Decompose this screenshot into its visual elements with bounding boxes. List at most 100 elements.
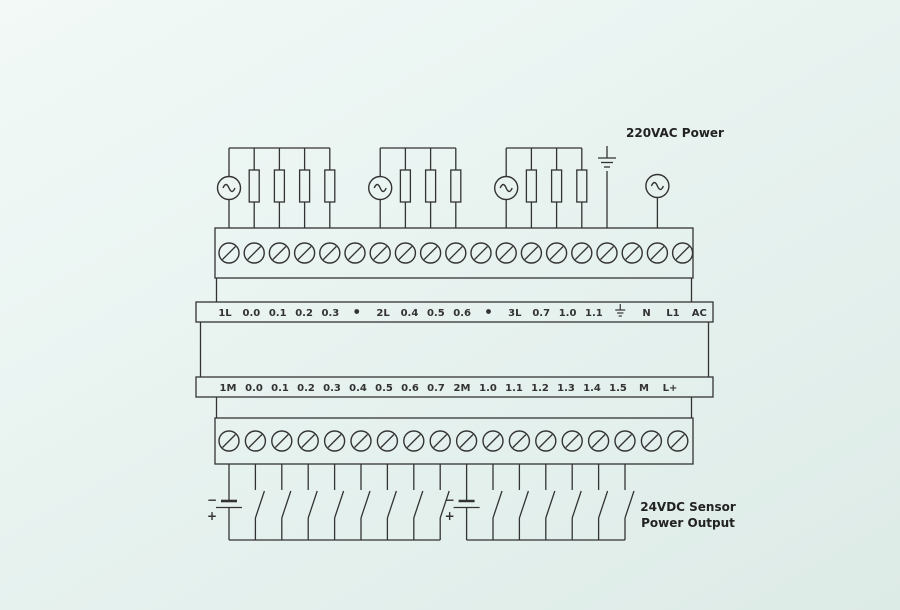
- terminal-label: N: [642, 308, 650, 319]
- screw-terminal: [323, 430, 346, 452]
- screw-slot: [373, 246, 388, 260]
- screw-slot: [486, 434, 500, 448]
- terminal-label: 0.3: [323, 383, 341, 394]
- screw-terminal: [319, 242, 341, 264]
- screw-terminal: [455, 430, 478, 452]
- screw-slot: [248, 434, 263, 448]
- battery-minus-sign: −: [445, 493, 455, 507]
- screw-slot: [670, 434, 685, 448]
- load-symbol: [298, 169, 311, 203]
- load-symbol: [525, 169, 538, 203]
- switch-blade: [413, 490, 424, 519]
- switch-blade: [307, 490, 318, 519]
- screw-slot: [618, 434, 632, 448]
- load-symbol: [399, 169, 412, 203]
- terminal-label: 0.1: [271, 383, 289, 394]
- screw-terminal: [369, 242, 391, 264]
- terminal-label: 1M: [220, 383, 237, 394]
- screw-terminal: [394, 242, 417, 264]
- terminal-label: 0.2: [297, 383, 315, 394]
- screw-terminal: [508, 430, 531, 452]
- bottom-terminal-strip: [214, 417, 694, 465]
- screw-terminal: [614, 430, 636, 452]
- screw-terminal: [571, 242, 593, 264]
- terminal-label: 0.0: [242, 308, 260, 319]
- screw-slot: [297, 246, 312, 260]
- terminal-label: 0.0: [245, 383, 263, 394]
- screw-slot: [625, 246, 640, 260]
- screw-slot: [272, 246, 287, 260]
- screw-terminal: [403, 430, 425, 452]
- screw-slot: [524, 246, 539, 260]
- switch-blade: [360, 490, 371, 519]
- load-symbol: [424, 169, 437, 203]
- terminal-label: 1.0: [479, 383, 497, 394]
- top-label-row: [195, 301, 714, 323]
- screw-slot: [301, 434, 316, 448]
- screw-slot: [423, 246, 438, 260]
- screw-terminal: [244, 430, 267, 452]
- terminal-label: 0.7: [427, 383, 445, 394]
- screw-terminal: [587, 430, 610, 452]
- sensor-power-label-line2: Power Output: [641, 516, 735, 530]
- screw-terminal: [545, 242, 568, 264]
- terminal-label: 1.0: [559, 308, 577, 319]
- top-terminal-strip: [214, 227, 694, 279]
- screw-terminal: [640, 430, 663, 452]
- load-symbol: [550, 169, 563, 203]
- terminal-label: 0.6: [401, 383, 419, 394]
- switch-blade: [386, 490, 398, 519]
- screw-slot: [474, 246, 488, 260]
- load-symbol: [248, 169, 260, 203]
- terminal-label: 0.1: [269, 308, 287, 319]
- screw-terminal: [561, 430, 583, 452]
- screw-terminal: [218, 242, 240, 264]
- screw-slot: [448, 246, 463, 260]
- switch-blade: [439, 490, 450, 519]
- terminal-label: 1.2: [531, 383, 549, 394]
- screw-slot: [222, 246, 236, 260]
- screw-slot: [354, 434, 368, 448]
- terminal-label: 3L: [508, 308, 522, 319]
- terminal-label: 1.1: [505, 383, 523, 394]
- screw-terminal: [293, 242, 316, 264]
- switch-blade: [571, 490, 582, 519]
- sine-wave-icon: [222, 183, 236, 193]
- load-symbol: [576, 169, 588, 203]
- screw-terminal: [671, 242, 694, 264]
- screw-terminal: [470, 242, 492, 264]
- screw-slot: [380, 434, 395, 448]
- battery-plus-sign: +: [207, 509, 217, 523]
- sine-wave-icon: [499, 183, 513, 193]
- terminal-label: 1.4: [583, 383, 601, 394]
- terminal-label: 2L: [376, 308, 390, 319]
- screw-terminal: [667, 430, 689, 452]
- screw-slot: [274, 434, 289, 448]
- screw-slot: [406, 434, 421, 448]
- screw-slot: [348, 246, 362, 260]
- screw-slot: [600, 246, 614, 260]
- terminal-label: 0.3: [322, 308, 340, 319]
- screw-slot: [459, 434, 474, 448]
- screw-terminal: [535, 430, 557, 452]
- screw-terminal: [646, 242, 669, 264]
- ac-power-label: 220VAC Power: [626, 126, 724, 140]
- screw-terminal: [376, 430, 399, 452]
- terminal-label: 0.4: [401, 308, 419, 319]
- screw-slot: [499, 246, 514, 260]
- switch-blade: [281, 490, 292, 519]
- screw-slot: [512, 434, 527, 448]
- load-symbol: [273, 169, 286, 203]
- battery-plus-sign: +: [445, 509, 455, 523]
- terminal-label: 1L: [218, 308, 232, 319]
- separator-dot: [354, 309, 360, 314]
- screw-terminal: [297, 430, 319, 452]
- terminal-label: 0.6: [453, 308, 471, 319]
- screw-slot: [644, 434, 659, 448]
- separator-dot: [486, 309, 491, 314]
- terminal-label: 1.5: [609, 383, 627, 394]
- load-symbol: [324, 169, 336, 203]
- switch-blade: [624, 490, 635, 519]
- sine-wave-icon: [373, 183, 387, 193]
